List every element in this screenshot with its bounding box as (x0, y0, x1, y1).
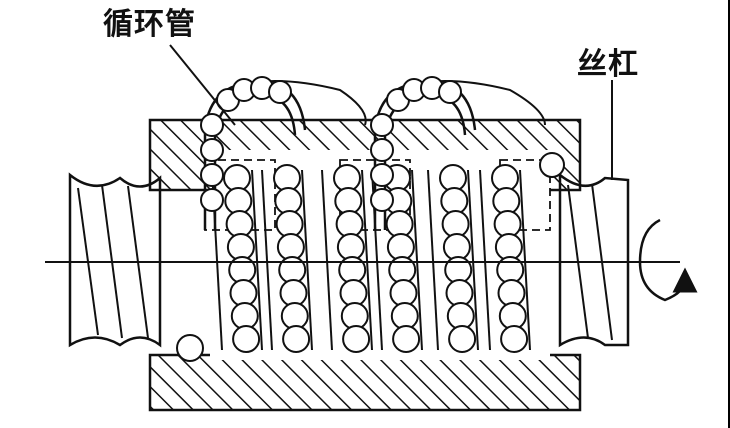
track-line (467, 169, 479, 351)
return-tube-label: 循环管 (103, 7, 196, 42)
ball (342, 325, 371, 353)
nut-lower-block (148, 353, 582, 412)
track-line (321, 169, 333, 351)
tube-ball (370, 163, 394, 187)
ball (448, 325, 477, 353)
ball-tracks (176, 152, 565, 362)
ball (232, 325, 261, 353)
track-line (411, 169, 423, 351)
tube-balls (200, 76, 462, 212)
track-line (251, 169, 263, 351)
track-line (261, 169, 273, 351)
track-line (519, 169, 531, 351)
track-line (427, 169, 439, 351)
ball (500, 325, 529, 353)
tube-ball (200, 113, 224, 137)
track-line (301, 169, 313, 351)
tube-ball (370, 188, 394, 212)
rotation-arrow-icon (638, 218, 698, 302)
tube-ball (200, 163, 224, 187)
tube-ball (370, 113, 394, 137)
screw-shaft (68, 172, 162, 348)
ball (176, 334, 204, 362)
tube-ball (200, 188, 224, 212)
tube-ball (200, 138, 224, 162)
tube-ball (438, 80, 462, 104)
tube-ball (370, 138, 394, 162)
screw-label: 丝杠 (577, 47, 639, 82)
track-line (479, 169, 491, 351)
ball (392, 325, 421, 353)
ball (539, 152, 565, 178)
leader-line-return-tube (169, 44, 236, 126)
frame-edge (728, 0, 730, 428)
track-line (361, 169, 373, 351)
tube-ball (268, 80, 292, 104)
ball (282, 325, 311, 353)
